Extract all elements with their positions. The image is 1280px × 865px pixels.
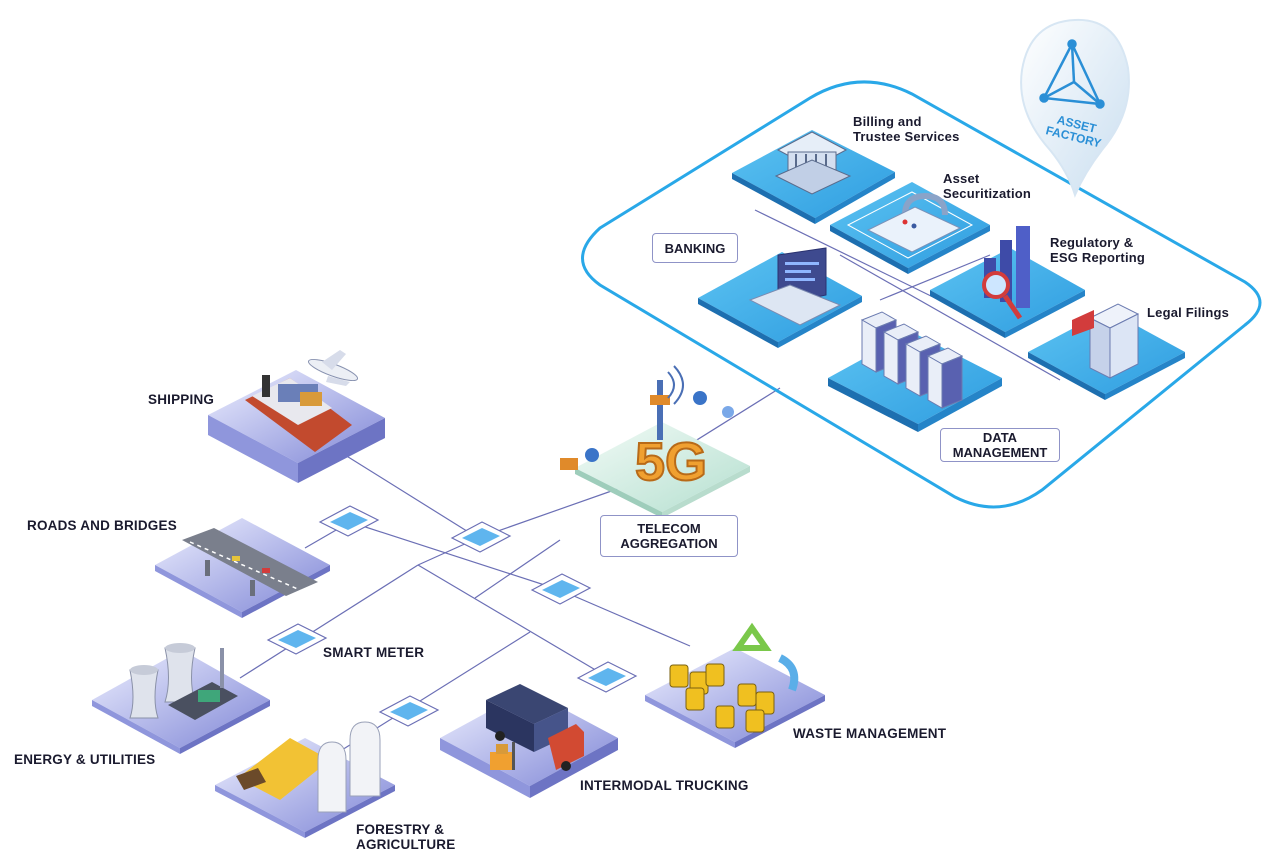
bank-icon: [774, 131, 852, 195]
energy-tile[interactable]: [92, 643, 270, 754]
airplane-icon: [307, 350, 359, 386]
file-cabinet-icon: [1072, 303, 1140, 379]
meter-icon[interactable]: [450, 521, 512, 553]
energy-utilities-label: ENERGY & UTILITIES: [14, 752, 156, 767]
power-plant-icon: [129, 643, 238, 720]
banking-laptop-tile[interactable]: [698, 247, 862, 348]
forestry-agriculture-label: FORESTRY & AGRICULTURE: [356, 822, 456, 852]
recycle-icon: [732, 622, 799, 692]
meter-icon[interactable]: [576, 661, 638, 693]
data-management-label[interactable]: DATA MANAGEMENT: [940, 428, 1060, 462]
telecom-aggregation-label[interactable]: TELECOM AGGREGATION: [600, 515, 738, 557]
meter-icon[interactable]: [378, 695, 440, 727]
regulatory-label: Regulatory & ESG Reporting: [1050, 235, 1146, 265]
banking-label[interactable]: BANKING: [652, 233, 738, 263]
smart-meter-label: SMART METER: [323, 645, 425, 660]
telecom-hub-tile[interactable]: 5G: [560, 365, 750, 518]
shipping-label: SHIPPING: [148, 392, 215, 407]
data-management-tile[interactable]: [828, 311, 1002, 432]
forklift-icon: [490, 742, 515, 770]
waste-management-label: WASTE MANAGEMENT: [793, 726, 947, 741]
triangle-logo-icon: [1039, 39, 1105, 109]
lock-icon: [866, 192, 962, 253]
billing-label: Billing and Trustee Services: [853, 114, 960, 144]
network-lines: [239, 209, 1061, 771]
magnifier-icon: [982, 271, 1023, 320]
trucking-tile[interactable]: [440, 684, 618, 798]
regulatory-tile[interactable]: [930, 226, 1085, 338]
asset-factory-pin: [1020, 18, 1130, 198]
waste-tile[interactable]: [645, 622, 825, 748]
forestry-tile[interactable]: [215, 721, 395, 838]
roads-bridges-label: ROADS AND BRIDGES: [27, 518, 177, 533]
barrel-icon: [669, 663, 775, 733]
meter-icon[interactable]: [266, 623, 328, 655]
ship-icon: [245, 375, 352, 452]
bridge-icon: [182, 528, 318, 596]
hub-5g-sign: 5G: [635, 432, 707, 492]
billing-tile[interactable]: [732, 130, 895, 224]
intermodal-trucking-label: INTERMODAL TRUCKING: [580, 778, 749, 793]
securitization-tile[interactable]: [830, 182, 990, 274]
meter-icon[interactable]: [318, 505, 380, 537]
cell-tower-icon: [560, 365, 734, 470]
asset-factory-region: [581, 80, 1262, 509]
silo-icon: [317, 721, 381, 813]
meter-icon[interactable]: [530, 573, 592, 605]
laptop-icon: [748, 247, 842, 326]
shipping-tile[interactable]: [208, 350, 385, 483]
legal-filings-label: Legal Filings: [1147, 305, 1230, 320]
server-icon: [860, 311, 964, 409]
roads-bridges-tile[interactable]: [155, 518, 330, 618]
legal-filings-tile[interactable]: [1028, 303, 1185, 400]
meter-chips: [266, 505, 638, 727]
securitization-label: Asset Securitization: [943, 171, 1032, 201]
crop-field-icon: [236, 738, 330, 800]
truck-icon: [486, 684, 584, 771]
